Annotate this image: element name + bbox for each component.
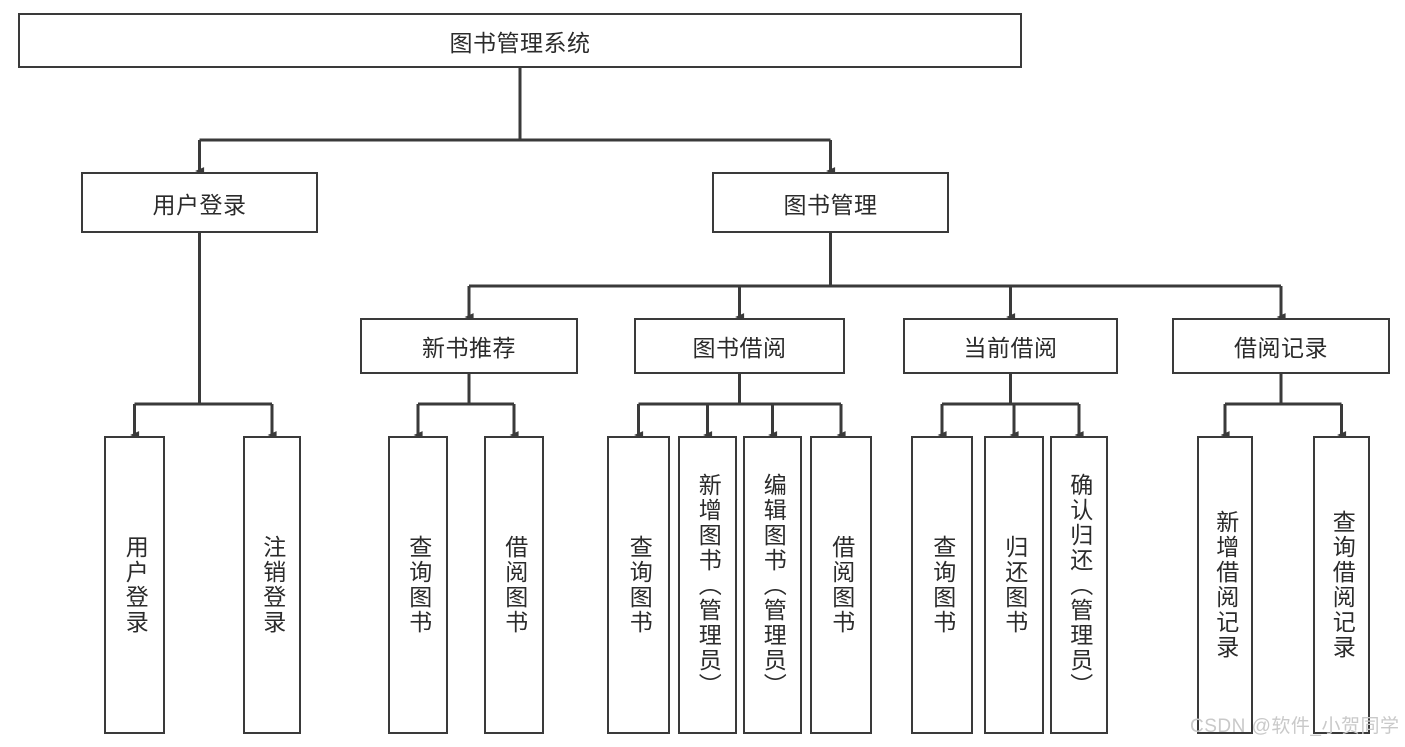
node-user-login[interactable]: 用户登录 xyxy=(81,172,318,233)
node-leaf-borrow-book-1-label: 借阅图书 xyxy=(501,535,528,635)
node-leaf-user-login-label: 用户登录 xyxy=(122,535,149,635)
node-leaf-user-logout[interactable]: 注销登录 xyxy=(243,436,301,734)
node-leaf-query-book-1-label: 查询图书 xyxy=(405,535,432,635)
node-leaf-query-book-3-label: 查询图书 xyxy=(929,535,956,635)
node-root[interactable]: 图书管理系统 xyxy=(18,13,1022,68)
node-leaf-user-login[interactable]: 用户登录 xyxy=(104,436,165,734)
node-leaf-add-record[interactable]: 新增借阅记录 xyxy=(1197,436,1253,734)
node-leaf-add-book-label: 新增图书（管理员） xyxy=(695,472,722,698)
node-leaf-user-logout-label: 注销登录 xyxy=(259,535,286,635)
node-leaf-query-book-3[interactable]: 查询图书 xyxy=(911,436,973,734)
node-leaf-borrow-book-1[interactable]: 借阅图书 xyxy=(484,436,544,734)
node-leaf-add-book[interactable]: 新增图书（管理员） xyxy=(678,436,737,734)
node-new-book-rec-label: 新书推荐 xyxy=(422,335,516,361)
node-leaf-confirm-return-label: 确认归还（管理员） xyxy=(1066,472,1093,698)
node-leaf-add-record-label: 新增借阅记录 xyxy=(1212,510,1239,660)
node-new-book-rec[interactable]: 新书推荐 xyxy=(360,318,578,374)
node-book-borrow[interactable]: 图书借阅 xyxy=(634,318,845,374)
node-leaf-return-book-label: 归还图书 xyxy=(1001,535,1028,635)
node-leaf-query-record[interactable]: 查询借阅记录 xyxy=(1313,436,1370,734)
node-leaf-borrow-book-2[interactable]: 借阅图书 xyxy=(810,436,872,734)
node-leaf-borrow-book-2-label: 借阅图书 xyxy=(828,535,855,635)
node-root-label: 图书管理系统 xyxy=(449,29,591,56)
node-leaf-return-book[interactable]: 归还图书 xyxy=(984,436,1044,734)
node-leaf-query-book-2-label: 查询图书 xyxy=(626,535,653,635)
node-current-borrow-label: 当前借阅 xyxy=(963,335,1058,361)
node-leaf-confirm-return[interactable]: 确认归还（管理员） xyxy=(1050,436,1108,734)
node-borrow-record-label: 借阅记录 xyxy=(1234,335,1328,361)
node-book-manage-label: 图书管理 xyxy=(783,191,878,218)
node-borrow-record[interactable]: 借阅记录 xyxy=(1172,318,1390,374)
node-leaf-query-book-1[interactable]: 查询图书 xyxy=(388,436,448,734)
node-book-borrow-label: 图书借阅 xyxy=(692,335,787,361)
node-book-manage[interactable]: 图书管理 xyxy=(712,172,949,233)
node-leaf-query-record-label: 查询借阅记录 xyxy=(1329,510,1356,660)
node-current-borrow[interactable]: 当前借阅 xyxy=(903,318,1118,374)
node-user-login-label: 用户登录 xyxy=(152,191,247,218)
node-leaf-edit-book-label: 编辑图书（管理员） xyxy=(760,472,787,698)
node-leaf-query-book-2[interactable]: 查询图书 xyxy=(607,436,670,734)
node-leaf-edit-book[interactable]: 编辑图书（管理员） xyxy=(743,436,802,734)
